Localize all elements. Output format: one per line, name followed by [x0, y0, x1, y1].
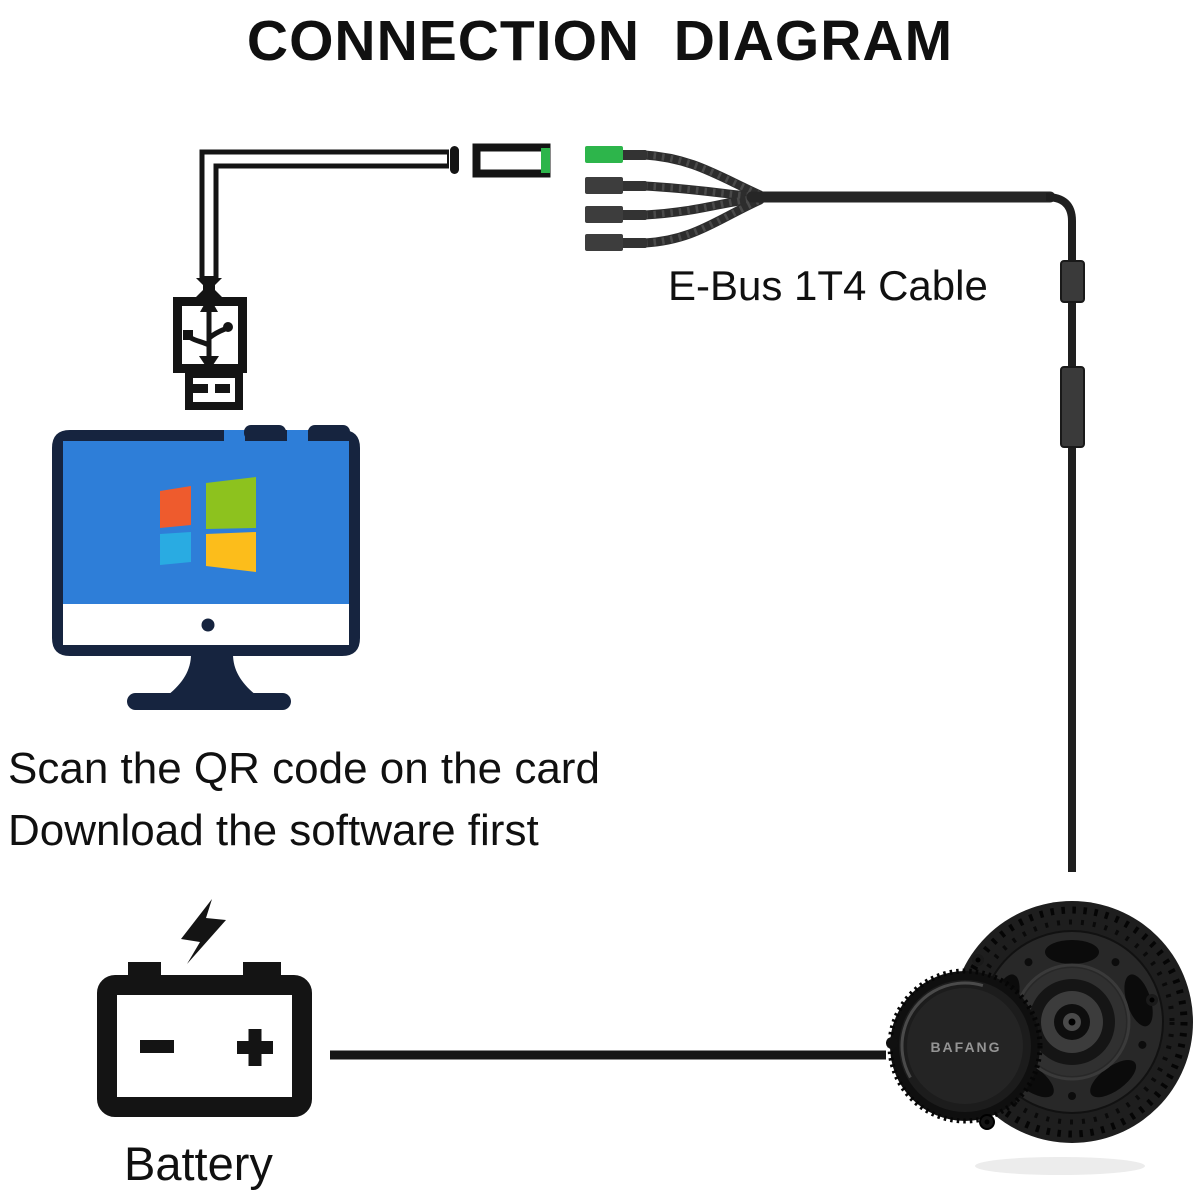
- inline-connector-small: [1060, 260, 1085, 303]
- windows-logo-icon: [160, 477, 256, 572]
- battery-label: Battery: [124, 1137, 273, 1190]
- e-bus-1t4-splitter-icon: [585, 146, 1085, 872]
- instruction-line-2: Download the software first: [8, 806, 539, 855]
- black-connector-3: [585, 234, 623, 251]
- motor-brand-text: BAFANG: [930, 1039, 1001, 1055]
- instruction-line-1: Scan the QR code on the card: [8, 744, 600, 793]
- cable-label: E-Bus 1T4 Cable: [668, 262, 988, 309]
- usb-cable: [173, 143, 551, 410]
- page-title: CONNECTION DIAGRAM: [246, 9, 954, 73]
- monitor-windows-icon: [52, 425, 360, 710]
- battery-icon: [97, 899, 312, 1117]
- black-connector-1: [585, 177, 623, 194]
- cable-end-cap: [450, 146, 459, 174]
- usb-plug-icon: [173, 296, 247, 410]
- green-connector: [585, 146, 623, 163]
- inline-connector-large: [1060, 366, 1085, 448]
- male-connector-icon: [472, 143, 551, 178]
- black-connector-2: [585, 206, 623, 223]
- strain-relief: [196, 278, 222, 297]
- mid-drive-motor-icon: BAFANG: [886, 901, 1193, 1175]
- lightning-bolt-icon: [181, 899, 226, 964]
